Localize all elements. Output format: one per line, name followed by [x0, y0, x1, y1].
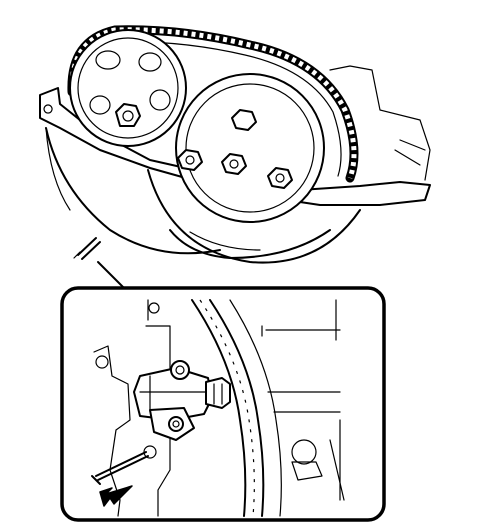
tensioner-plunger [205, 377, 231, 409]
inset-chain-guide-inner [209, 299, 265, 517]
right-sprocket-bolt-1 [177, 149, 203, 171]
pin-tip [73, 251, 81, 259]
engine-overview [39, 25, 431, 264]
inset-engine-block [145, 299, 171, 517]
right-camshaft-sprocket [175, 73, 325, 223]
tensioner-detail-inset [60, 286, 386, 522]
tensioner-lower-bolt [168, 416, 184, 432]
inset-bolt-hole-top [148, 302, 160, 314]
inset-right-boss [291, 439, 317, 465]
head-left-curve [45, 127, 71, 211]
left-camshaft-sprocket [69, 29, 187, 147]
head-right-block [329, 65, 431, 181]
inset-bolt-hole-left [95, 355, 109, 369]
left-sprocket-bolt [115, 103, 141, 127]
inset-right-boss-detail [291, 439, 345, 501]
pin-icon [77, 237, 101, 260]
inset-chain-guide-outer [191, 299, 247, 517]
direction-arrow-icon [99, 485, 133, 507]
timing-chain-links [69, 27, 357, 179]
inset-pin-end [91, 475, 101, 485]
tensioner-upper-bolt [170, 360, 190, 380]
inset-right-pillar [335, 299, 341, 501]
head-bolt-left [43, 104, 53, 114]
right-sprocket-bolt-2 [221, 153, 247, 175]
right-sprocket-bolt-3 [267, 167, 293, 189]
inset-chain-right [229, 299, 282, 517]
head-lower-edge [45, 127, 221, 255]
lower-housing-curve [169, 229, 331, 259]
lower-housing-inner [189, 231, 261, 251]
inset-right-frame [261, 325, 341, 413]
inset-pin-icon [95, 451, 149, 481]
callout-pointer [97, 261, 125, 289]
head-housing-bottom [147, 169, 361, 264]
head-right-detail [394, 139, 426, 166]
right-sprocket-bolt-top [231, 109, 257, 131]
chain-tensioner-icon [133, 360, 231, 441]
inset-chain-links [199, 299, 255, 517]
